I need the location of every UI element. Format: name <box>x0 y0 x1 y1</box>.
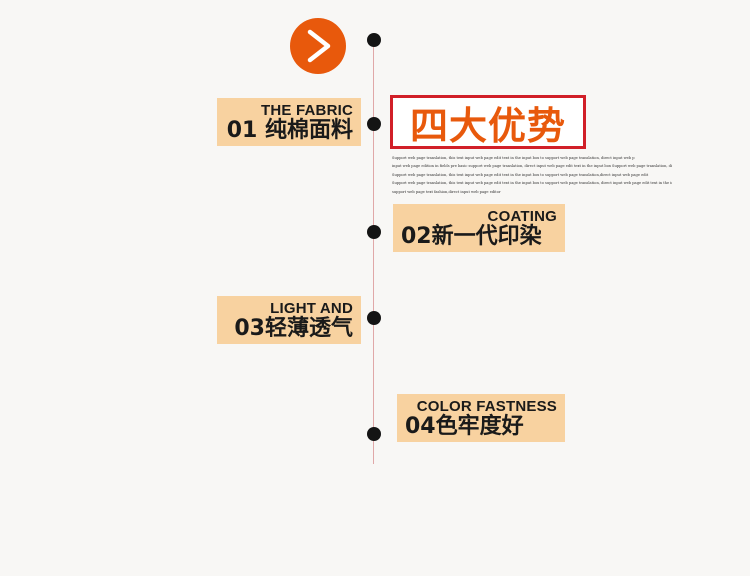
feature-zh-label: 03轻薄透气 <box>234 316 353 341</box>
feature-zh-label: 02新一代印染 <box>401 224 542 249</box>
feature-en-label: COLOR FASTNESS <box>416 398 557 415</box>
timeline-dot-1 <box>367 117 381 131</box>
timeline-dot-2 <box>367 225 381 239</box>
body-paragraph: Support web page translation, this text … <box>392 154 672 196</box>
body-line: support web page text fashion,direct inp… <box>392 189 501 194</box>
timeline-dot-3 <box>367 311 381 325</box>
feature-tag-4: COLOR FASTNESS 04色牢度好 <box>397 394 565 442</box>
headline-box: 四大优势 <box>390 95 586 149</box>
body-line: Support web page translation, this text … <box>392 156 635 160</box>
timeline-dot-4 <box>367 427 381 441</box>
chevron-right-icon <box>307 29 331 63</box>
feature-zh-label: 01 纯棉面料 <box>226 118 353 143</box>
feature-tag-1: THE FABRIC 01 纯棉面料 <box>217 98 361 146</box>
feature-en-label: THE FABRIC <box>261 102 353 119</box>
feature-zh-label: 04色牢度好 <box>405 414 524 439</box>
feature-en-label: COATING <box>487 208 557 225</box>
feature-en-label: LIGHT AND <box>270 300 353 317</box>
body-line: input web page edition in fields pre bas… <box>392 164 672 169</box>
timeline-line <box>373 40 374 464</box>
feature-tag-3: LIGHT AND 03轻薄透气 <box>217 296 361 344</box>
headline-title: 四大优势 <box>409 103 566 148</box>
feature-tag-2: COATING 02新一代印染 <box>393 204 565 252</box>
arrow-badge[interactable] <box>290 18 346 74</box>
timeline-dot-top <box>367 33 381 47</box>
body-line: Support web page translation, this text … <box>392 181 672 186</box>
body-line: Support web page translation, this text … <box>392 172 649 177</box>
